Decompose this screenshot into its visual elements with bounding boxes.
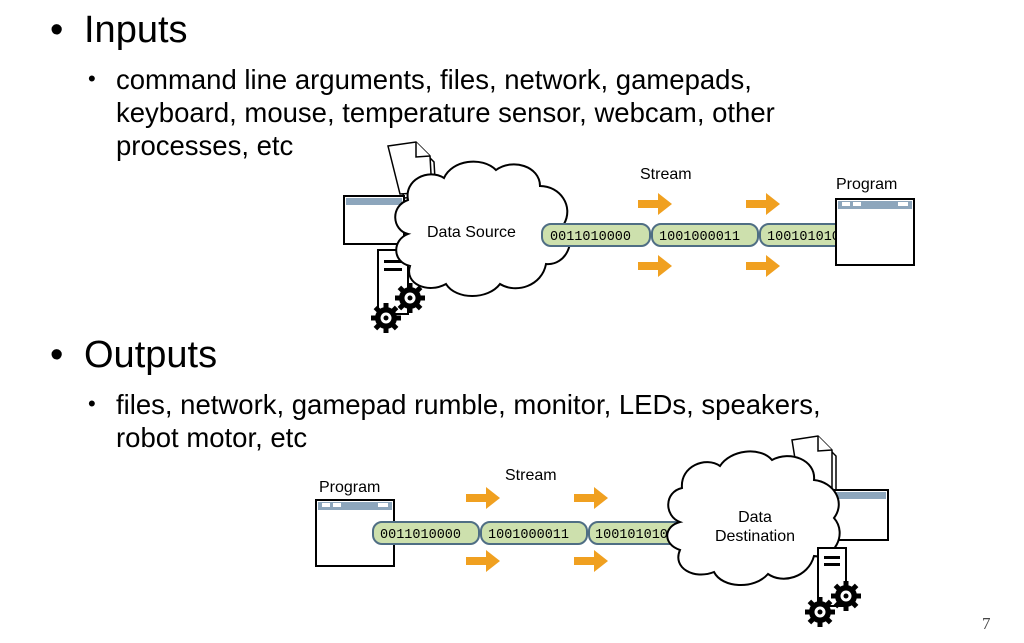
program-label: Program xyxy=(836,176,897,193)
bullet-icon: • xyxy=(50,334,64,376)
data-destination-cloud xyxy=(666,450,841,587)
arrow-icon xyxy=(574,550,608,572)
packet-text: 1001010101 xyxy=(595,528,676,543)
outputs-detail-line-1: files, network, gamepad rumble, monitor,… xyxy=(116,389,821,420)
outputs-detail: • files, network, gamepad rumble, monito… xyxy=(88,388,821,454)
outputs-detail-line-2: robot motor, etc xyxy=(116,422,308,453)
outputs-heading: • Outputs xyxy=(50,334,218,376)
packet-text: 1001000011 xyxy=(488,528,569,543)
stream-arrows xyxy=(638,193,780,277)
inputs-heading-text: Inputs xyxy=(84,9,188,51)
destination-label-line-1: Data xyxy=(738,509,772,526)
arrow-icon xyxy=(638,193,672,215)
arrow-icon xyxy=(466,487,500,509)
stream-label: Stream xyxy=(640,166,692,183)
packet xyxy=(541,223,651,247)
packet-text: 0011010000 xyxy=(380,528,461,543)
program-window-icon xyxy=(835,198,915,266)
page-number: 7 xyxy=(982,614,991,633)
sub-bullet-icon: • xyxy=(88,391,96,416)
inputs-detail-line-2: keyboard, mouse, temperature sensor, web… xyxy=(116,97,775,128)
stream-packets: 0011010000 1001000011 1001010101 xyxy=(541,223,867,247)
packet xyxy=(372,521,480,545)
packet-text: 1001000011 xyxy=(659,230,740,245)
inputs-detail-line-1: command line arguments, files, network, … xyxy=(116,64,752,95)
arrow-icon xyxy=(746,193,780,215)
sub-bullet-icon: • xyxy=(88,66,96,91)
packet xyxy=(651,223,759,247)
server-tower-icon-out xyxy=(805,547,861,627)
outputs-heading-text: Outputs xyxy=(84,334,218,376)
stream-arrows-out xyxy=(466,487,608,572)
inputs-heading: • Inputs xyxy=(50,9,188,51)
stream-label-out: Stream xyxy=(505,467,557,484)
arrow-icon xyxy=(574,487,608,509)
arrow-icon xyxy=(746,255,780,277)
stream-packets-out: 0011010000 1001000011 1001010101 xyxy=(372,521,694,545)
packet-text: 1001010101 xyxy=(767,230,848,245)
data-source-label: Data Source xyxy=(427,224,516,241)
destination-label-line-2: Destination xyxy=(715,528,795,545)
inputs-detail: • command line arguments, files, network… xyxy=(88,63,775,162)
program-label-out: Program xyxy=(319,479,380,496)
packet xyxy=(480,521,588,545)
packet-text: 0011010000 xyxy=(550,230,631,245)
arrow-icon xyxy=(638,255,672,277)
monitor-window-icon xyxy=(343,195,405,245)
bullet-icon: • xyxy=(50,9,64,51)
inputs-detail-line-3: processes, etc xyxy=(116,130,294,161)
arrow-icon xyxy=(466,550,500,572)
